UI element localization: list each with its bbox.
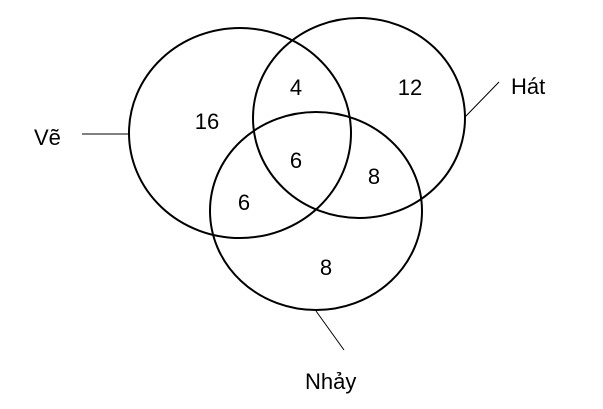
- set-circle-hat: [252, 17, 466, 219]
- region-all-three: 6: [290, 148, 302, 173]
- leader-line-nhay: [315, 310, 345, 351]
- region-ve-hat: 4: [290, 75, 302, 100]
- region-ve-nhay: 6: [238, 190, 250, 215]
- set-circle-nhay: [209, 111, 423, 311]
- region-ve-only: 16: [195, 109, 219, 134]
- set-label-hat: Hát: [511, 74, 545, 99]
- set-label-nhay: Nhảy: [305, 369, 356, 394]
- region-nhay-only: 8: [320, 255, 332, 280]
- set-circle-ve: [128, 27, 352, 239]
- region-hat-nhay: 8: [368, 164, 380, 189]
- leader-line-hat: [464, 81, 500, 118]
- region-hat-only: 12: [398, 75, 422, 100]
- set-label-ve: Vẽ: [34, 125, 61, 150]
